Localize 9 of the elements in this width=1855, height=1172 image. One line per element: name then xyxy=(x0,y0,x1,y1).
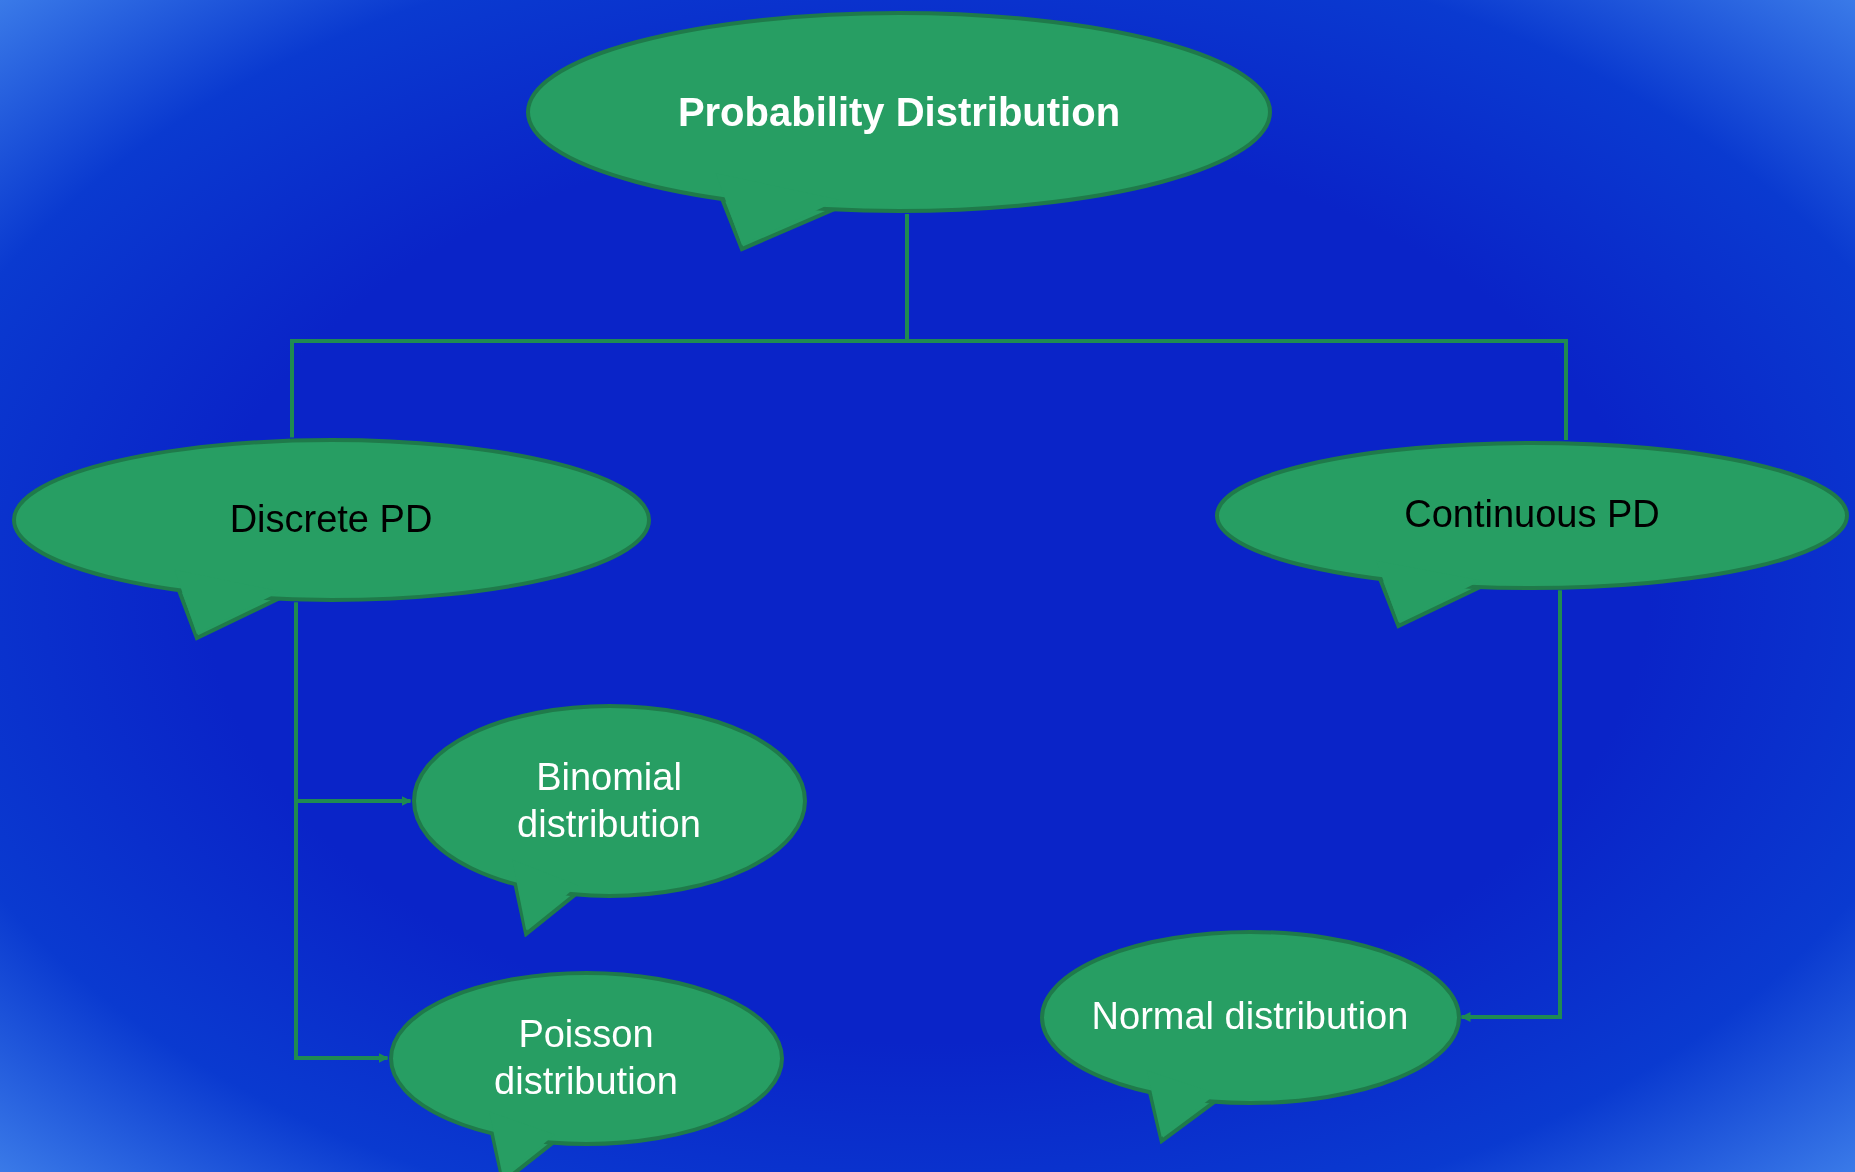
node-label: Probability Distribution xyxy=(677,89,1121,136)
node-label: Poisson distribution xyxy=(493,1011,679,1104)
node-label: Binomial distribution xyxy=(516,754,702,847)
connector-line xyxy=(905,214,1568,440)
node-label: Continuous PD xyxy=(1404,492,1660,538)
connector-line xyxy=(1460,590,1562,1022)
node-label: Discrete PD xyxy=(229,497,433,543)
connector-line xyxy=(294,602,389,1063)
node-label: Normal distribution xyxy=(1091,994,1409,1040)
